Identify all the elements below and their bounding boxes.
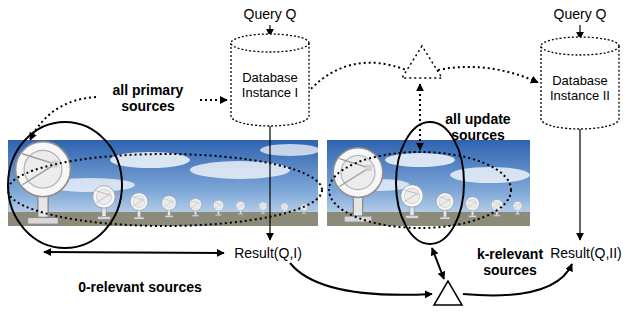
- zero-relevant-ellipse: [8, 122, 122, 248]
- primary-leader: [30, 97, 96, 140]
- node-text: Database Instance I: [234, 70, 306, 100]
- update-triangle: [402, 46, 442, 78]
- diagram-label: Result(Q,I): [234, 245, 302, 261]
- update-sources-ellipse: [329, 152, 511, 228]
- database-cylinder: Database Instance I: [230, 33, 310, 126]
- zero-relevant-leader: [44, 252, 224, 253]
- result-arrow: [579, 129, 580, 240]
- cylinder-top: [541, 37, 619, 55]
- cylinder-body: [231, 43, 309, 126]
- cylinder-label: Database Instance I: [234, 70, 306, 100]
- merge-triangle: [434, 281, 462, 305]
- merge-arrow: [290, 263, 432, 295]
- diagram-label: Result(Q,II): [550, 245, 622, 261]
- diagram-label: Query Q: [554, 6, 607, 22]
- cylinder-top: [231, 34, 309, 52]
- primary-leader: [200, 99, 227, 101]
- diagram-label: k-relevant sources: [465, 246, 555, 278]
- diagram-label: all update sources: [435, 111, 521, 143]
- database-cylinder: Database Instance II: [540, 36, 620, 129]
- update-flow-connector: [311, 63, 538, 89]
- k-relevant-leader: [432, 248, 444, 279]
- diagram-label: 0-relevant sources: [78, 279, 202, 295]
- result-arrow: [269, 126, 270, 240]
- cylinder-label: Database Instance II: [544, 73, 616, 103]
- update-leader: [419, 84, 421, 150]
- cylinder-body: [541, 46, 619, 129]
- telescope-photo: [8, 140, 318, 226]
- primary-sources-ellipse: [8, 154, 322, 226]
- diagram-label: Query Q: [244, 6, 297, 22]
- node-text: Database Instance II: [544, 73, 616, 103]
- diagram-label: all primary sources: [100, 82, 196, 114]
